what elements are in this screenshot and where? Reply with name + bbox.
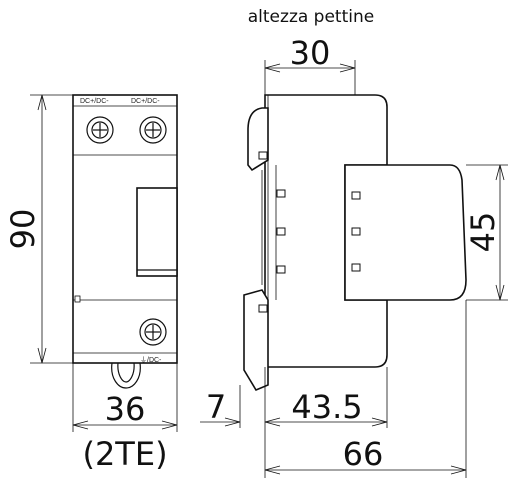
header-label: altezza pettine bbox=[248, 7, 374, 27]
dimension-value-45: 45 bbox=[464, 212, 502, 253]
dimension-value-7: 7 bbox=[206, 388, 226, 426]
dimension-value-66: 66 bbox=[343, 435, 384, 473]
status-window bbox=[136, 187, 178, 277]
screw-icon bbox=[139, 116, 167, 144]
side-cap bbox=[344, 164, 467, 301]
terminal-label-top-right: DC+/DC- bbox=[131, 98, 160, 105]
dimension-front-width: 36 (2TE) bbox=[72, 363, 178, 473]
dimension-cap-height: 45 bbox=[464, 164, 508, 301]
dimension-depth-front: 7 43.5 bbox=[200, 367, 388, 478]
dimension-value-30: 30 bbox=[290, 34, 331, 72]
dimension-value-36: 36 bbox=[105, 390, 146, 428]
dimension-comb: 30 bbox=[264, 34, 356, 95]
side-view bbox=[243, 94, 467, 392]
dimension-value-43-5: 43.5 bbox=[291, 388, 362, 426]
screw-icon bbox=[86, 116, 114, 144]
dimension-height: 90 bbox=[4, 94, 73, 364]
terminal-label-bottom: ⏚/DC- bbox=[140, 356, 162, 364]
front-view: DC+/DC- DC+/DC- ⏚/DC- bbox=[72, 94, 178, 389]
dimension-modules: (2TE) bbox=[82, 435, 167, 473]
dimension-depth-total: 66 bbox=[264, 300, 467, 478]
screw-icon bbox=[139, 318, 167, 346]
dimension-value-90: 90 bbox=[4, 209, 42, 250]
terminal-label-top-left: DC+/DC- bbox=[80, 98, 109, 105]
